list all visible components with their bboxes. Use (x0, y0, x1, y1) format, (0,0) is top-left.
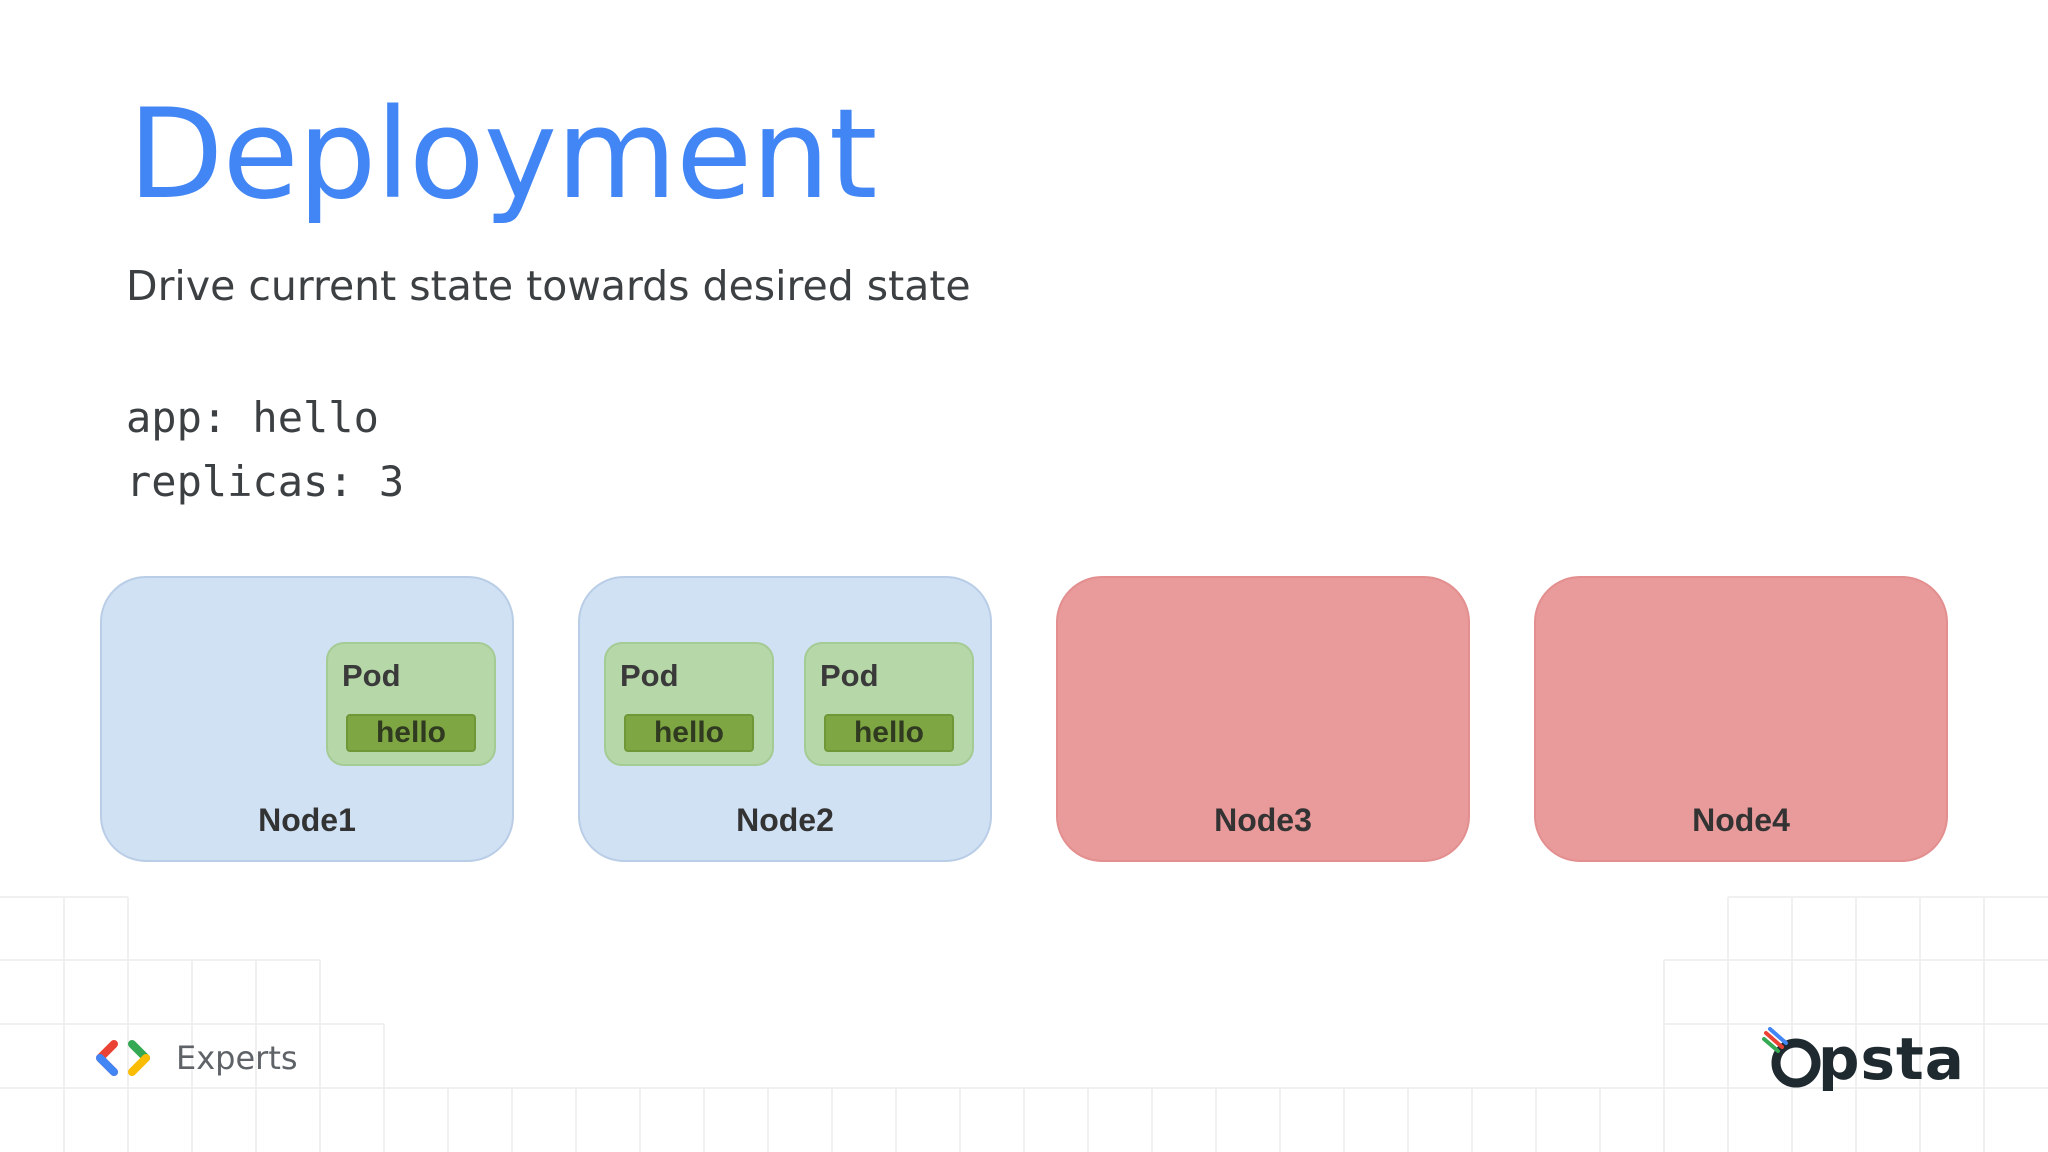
opsta-logo-icon (1762, 1027, 1821, 1088)
code-brackets-icon (96, 1040, 150, 1076)
experts-label: Experts (176, 1039, 298, 1077)
pod-label: Pod (620, 658, 679, 693)
node-2: Pod hello Pod hello Node2 (578, 576, 992, 862)
yaml-code-block: app: hello replicas: 3 (126, 386, 404, 514)
pod-app-tag: hello (624, 714, 754, 752)
slide-title: Deployment (128, 83, 877, 227)
opsta-logo: psta (1762, 1024, 1965, 1094)
pod: Pod hello (326, 642, 496, 766)
pod-app-tag: hello (346, 714, 476, 752)
node-label: Node1 (258, 802, 356, 838)
node-3: Node3 (1056, 576, 1470, 862)
node-label: Node3 (1214, 802, 1312, 838)
experts-logo: Experts (96, 1036, 298, 1080)
pod-app-tag: hello (824, 714, 954, 752)
slide-subtitle: Drive current state towards desired stat… (126, 262, 971, 310)
pod: Pod hello (604, 642, 774, 766)
pod-label: Pod (820, 658, 879, 693)
node-label: Node2 (736, 802, 834, 838)
code-line-replicas: replicas: 3 (126, 457, 405, 506)
node-1: Pod hello Node1 (100, 576, 514, 862)
pod-label: Pod (342, 658, 401, 693)
opsta-label: psta (1818, 1025, 1965, 1093)
node-label: Node4 (1692, 802, 1790, 838)
pod: Pod hello (804, 642, 974, 766)
code-line-app: app: hello (126, 393, 379, 442)
node-4: Node4 (1534, 576, 1948, 862)
